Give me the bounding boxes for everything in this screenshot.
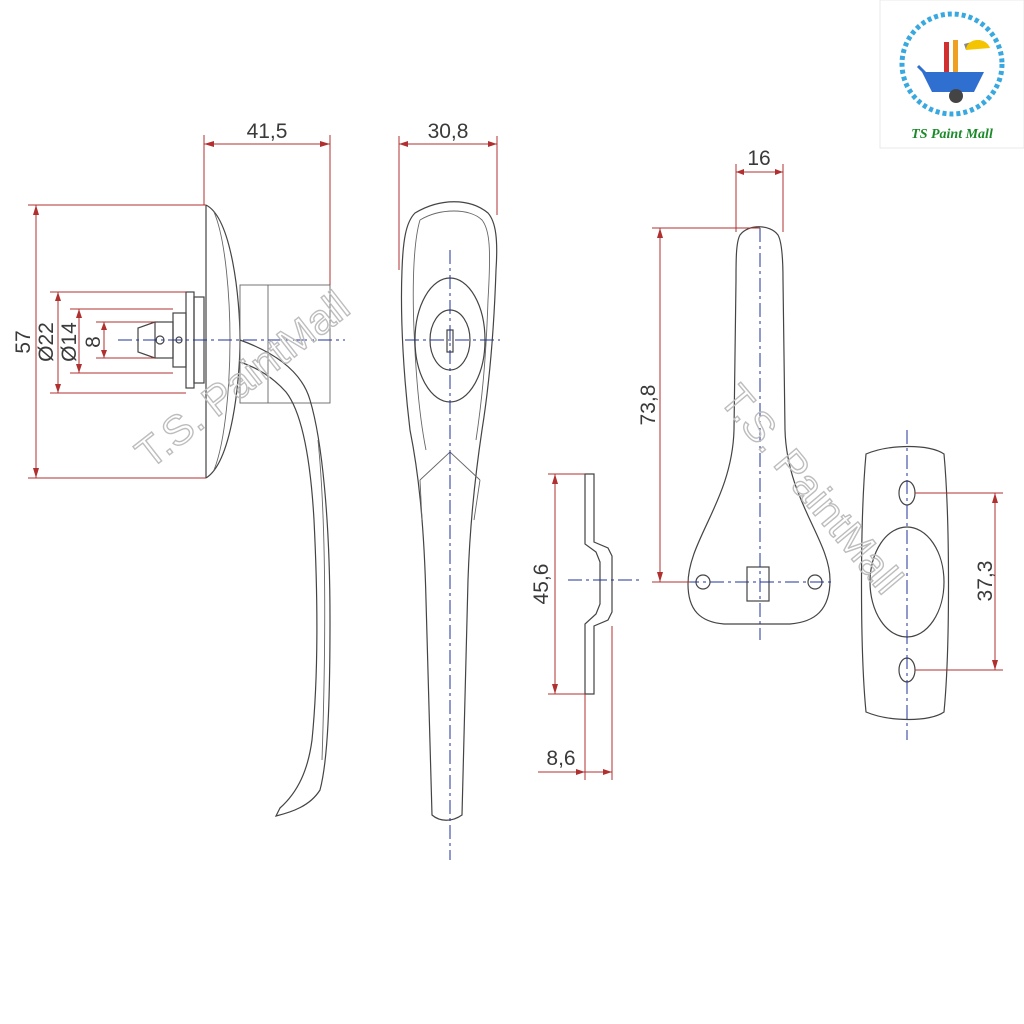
dim-label-41-5: 41,5: [247, 120, 288, 143]
dim-label-16: 16: [747, 147, 770, 170]
dim-label-57: 57: [12, 330, 35, 353]
dim-label-45-6: 45,6: [530, 564, 553, 605]
dim-label-73-8: 73,8: [637, 385, 660, 426]
dim-keeper-length: 73,8: [637, 227, 760, 583]
dim-dia-22: Ø22: [35, 291, 186, 394]
dim-keeper-width: 16: [735, 147, 784, 232]
dim-cam-depth: 8,6: [538, 626, 613, 780]
handle-front-view: [400, 201, 498, 821]
cam-profile: [584, 473, 613, 695]
dim-label-37-3: 37,3: [974, 561, 997, 602]
dim-label-30-8: 30,8: [428, 120, 469, 143]
logo-text: TS Paint Mall: [911, 127, 993, 142]
dim-rosette-height: 57: [12, 204, 206, 479]
dim-label-8: 8: [82, 336, 105, 348]
watermark-text: T.S. PaintMall: [127, 282, 358, 477]
dim-cam-height: 45,6: [530, 473, 585, 695]
handle-side-view: [137, 204, 331, 817]
dim-label-8-6: 8,6: [546, 747, 575, 770]
dim-label-dia-14: Ø14: [58, 322, 81, 362]
dim-handle-depth: 41,5: [203, 120, 331, 285]
dim-spindle-8: 8: [82, 321, 155, 359]
dim-label-dia-22: Ø22: [35, 322, 58, 362]
dim-dia-14: Ø14: [58, 308, 173, 374]
logo: TS Paint Mall: [879, 0, 1024, 149]
watermark-text: T.S. PaintMall: [711, 376, 912, 603]
dim-hole-spacing: 37,3: [915, 492, 1003, 671]
dim-handle-width: 30,8: [398, 120, 498, 270]
